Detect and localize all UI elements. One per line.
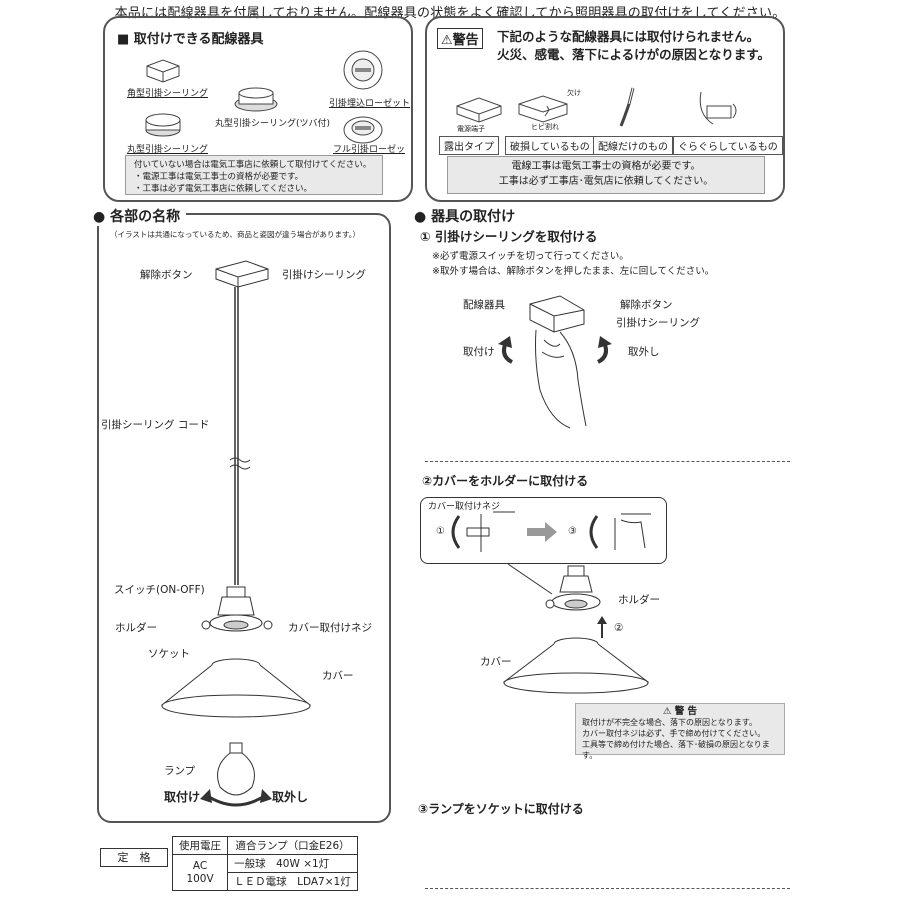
exposed-type-image [456, 97, 502, 123]
tag-broken: 破損しているもの [505, 136, 595, 155]
parts-box [97, 213, 391, 823]
item-square-ceiling: 角型引掛シーリング [127, 89, 209, 99]
compatible-wiring-box: ■ 取付けできる配線器具 角型引掛シーリング 丸型引掛シーリング(ツバ付) 引掛… [103, 16, 413, 202]
step2-holder-label: ホルダー [618, 594, 660, 606]
item-round-flange-ceiling: 丸型引掛シーリング(ツバ付) [215, 119, 331, 129]
step2-num3: ③ [568, 526, 577, 537]
step3-title: ③ランプをソケットに取付ける [418, 802, 584, 816]
pendant-illustration [160, 260, 312, 807]
embedded-rosette-image [343, 50, 383, 90]
spec-row1: 一般球 40W ×1灯 [227, 854, 358, 873]
compatible-note-line: ・電源工事は電気工事士の資格が必要です。 [134, 172, 304, 182]
compatible-note-line: 付いていない場合は電気工事店に依頼して取付けてください。 [134, 160, 372, 170]
warning-note: 電線工事は電気工事士の資格が必要です。 工事は必ず工事店･電気店に依頼してくださ… [447, 156, 765, 194]
step1-label-detach: 取外し [628, 346, 660, 358]
label-ceiling: 引掛けシーリング [282, 269, 366, 281]
tag-exposed: 露出タイプ [439, 136, 499, 155]
tag-wire-only: 配線だけのもの [593, 136, 673, 155]
warning-badge-label: ⚠警告 [437, 28, 483, 49]
install-title: ● 器具の取付け [414, 209, 516, 225]
step1-label-release: 解除ボタン [620, 299, 673, 311]
label-cover-screw: カバー取付けネジ [288, 622, 372, 634]
spec-voltage-b: 100V [186, 872, 214, 885]
label-lamp: ランプ [164, 765, 196, 777]
tag-wobbly: ぐらぐらしているもの [673, 136, 783, 155]
caution-line: カバー取付ネジは必ず、手で締め付けてください。 [582, 729, 766, 738]
step2-num1: ① [436, 526, 445, 537]
label-switch: スイッチ(ON-OFF) [114, 584, 205, 596]
step1-title: ① 引掛けシーリングを取付ける [420, 229, 598, 244]
caution-title: ⚠ 警 告 [662, 706, 698, 717]
label-holder: ホルダー [115, 622, 157, 634]
caution-line: 工具等で締め付けた場合、落下･破損の原因となります。 [582, 740, 770, 760]
warning-note-line: 電線工事は電気工事士の資格が必要です。 [511, 161, 701, 172]
step2-detail-illustration [451, 511, 651, 552]
spec-row2: ＬＥＤ電球 LDA7×1灯 [227, 872, 358, 891]
spec-label: 定 格 [100, 848, 168, 867]
step1-label-attach: 取付け [463, 346, 495, 358]
step2-cover-label: カバー [480, 656, 512, 668]
round-flange-ceiling-image [234, 87, 278, 112]
spec-voltage: AC 100V [171, 854, 229, 891]
spec-voltage-a: AC [192, 859, 208, 872]
img-label-terminal: 電源端子 [457, 125, 485, 133]
warning-note-line: 工事は必ず工事店･電気店に依頼してください。 [498, 176, 714, 187]
item-round-ceiling: 丸型引掛シーリング [127, 145, 209, 155]
warning-line1: 下記のような配線器具には取付けられません。 [497, 29, 760, 44]
step1-illustration [498, 295, 612, 429]
parts-title: ● 各部の名称 [93, 206, 187, 226]
spec-h2: 適合ランプ（口金E26） [227, 836, 358, 855]
label-detach: 取外し [272, 790, 309, 804]
step2-detail-box [420, 497, 667, 564]
compatible-note: 付いていない場合は電気工事店に依頼して取付けてください。 ・電源工事は電気工事士… [125, 155, 383, 195]
spec-table: 使用電圧 適合ランプ（口金E26） AC 100V 一般球 40W ×1灯 ＬＥ… [171, 836, 358, 891]
warning-line2: 火災、感電、落下によるけがの原因となります。 [497, 47, 771, 62]
wobbly-image [699, 91, 737, 125]
compatible-title: ■ 取付けできる配線器具 [117, 32, 264, 47]
caution-line: 取付けが不完全な場合、落下の原因となります。 [582, 718, 757, 727]
step1-label-ceiling: 引掛けシーリング [616, 317, 700, 329]
step2-screw-label: カバー取付けネジ [428, 502, 501, 512]
spec-h1: 使用電圧 [171, 836, 229, 855]
img-label-crack: ヒビ割れ [531, 123, 559, 131]
warning-badge: ⚠警告 [437, 28, 483, 49]
label-attach: 取付け [164, 790, 201, 804]
label-cord: 引掛シーリング コード [101, 419, 210, 431]
square-ceiling-image [146, 59, 180, 83]
round-ceiling-image [145, 113, 181, 137]
label-release-button: 解除ボタン [140, 269, 193, 281]
parts-subtitle: （イラストは共通になっているため、商品と姿図が違う場合があります。） [110, 230, 360, 239]
step1-note-2: ※取外す場合は、解除ボタンを押したまま、左に回してください。 [432, 266, 715, 277]
img-label-chip: 欠け [567, 89, 581, 97]
step1-note-1: ※必ず電源スイッチを切って行ってください。 [432, 251, 629, 262]
full-rosette-image [343, 116, 383, 144]
warning-box: ⚠警告 下記のような配線器具には取付けられません。 火災、感電、落下によるけがの… [425, 16, 785, 202]
compatible-note-line: ・工事は必ず電気工事店に依頼してください。 [134, 184, 312, 194]
item-embedded-rosette: 引掛埋込ローゼット [329, 99, 411, 109]
bottom-divider [425, 888, 790, 889]
wire-only-image [619, 87, 635, 127]
broken-image [518, 95, 568, 123]
label-socket: ソケット [148, 648, 190, 660]
step2-arrow-num: ② [614, 622, 624, 634]
spec-label-text: 定 格 [117, 851, 151, 864]
divider [425, 461, 790, 462]
step2-illustration [502, 563, 650, 694]
step2-title: ②カバーをホルダーに取付ける [422, 474, 589, 488]
label-cover: カバー [322, 670, 354, 682]
caution-box: ⚠ 警 告 取付けが不完全な場合、落下の原因となります。 カバー取付ネジは必ず、… [575, 703, 785, 760]
step1-label-wiring: 配線器具 [463, 299, 505, 311]
